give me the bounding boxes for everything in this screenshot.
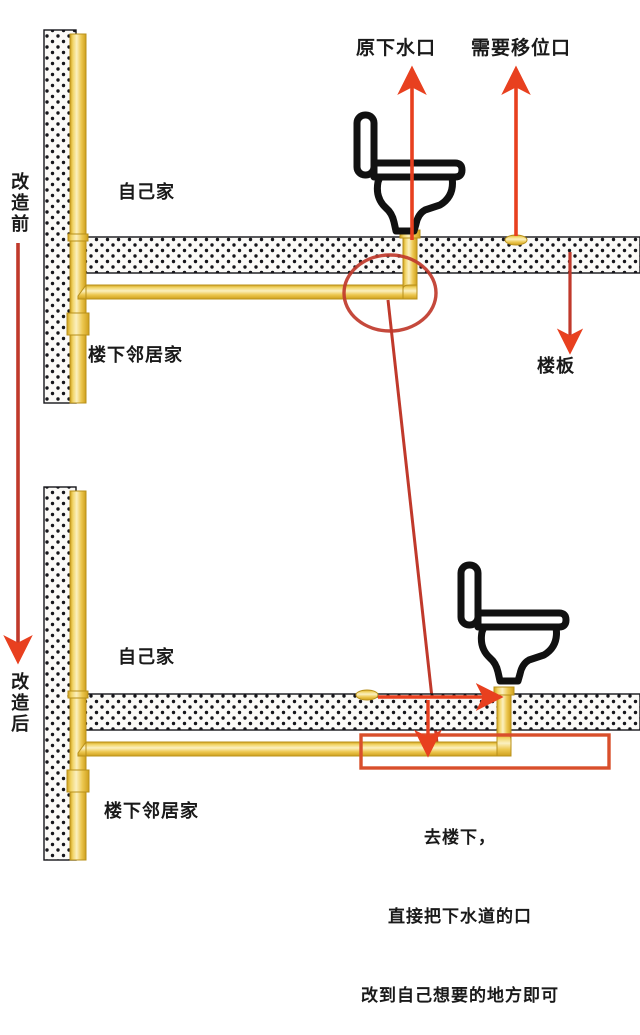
toilet-flange-after bbox=[493, 686, 515, 696]
pipe-collar bbox=[67, 233, 89, 242]
connector-line bbox=[386, 299, 440, 753]
label-original-drain: 原下水口 bbox=[356, 37, 437, 59]
diagram-canvas bbox=[3, 29, 640, 861]
plumbing-diagram: 原下水口 需要移位口 楼板 改造前 改造后 自己家 楼下邻居家 自己家 楼下邻居… bbox=[3, 29, 640, 1006]
pipe-collar bbox=[67, 690, 89, 699]
caption-line-1: 去楼下， bbox=[424, 827, 496, 848]
branch-pipe-before bbox=[85, 284, 418, 300]
pipe-joint-box bbox=[66, 769, 90, 793]
caption-line-3: 改到自己想要的地方即可 bbox=[361, 985, 559, 1006]
relocation-port-cap bbox=[504, 234, 528, 246]
toilet-drain-riser-before bbox=[402, 236, 418, 290]
label-relocate-port: 需要移位口 bbox=[471, 37, 572, 59]
scene-after bbox=[43, 486, 640, 861]
label-phase-after: 改造后 bbox=[8, 672, 30, 735]
caption-line-2: 直接把下水道的口 bbox=[388, 906, 532, 927]
toilet-before bbox=[353, 111, 466, 235]
label-phase-before: 改造前 bbox=[8, 172, 30, 235]
toilet-after bbox=[457, 561, 570, 685]
drain-elbow-before bbox=[402, 284, 418, 300]
label-own-home-bottom: 自己家 bbox=[118, 647, 175, 668]
label-own-home-top: 自己家 bbox=[118, 182, 175, 203]
caption-block: 去楼下， 直接把下水道的口 改到自己想要的地方即可 bbox=[330, 772, 590, 1035]
label-neighbor-top: 楼下邻居家 bbox=[88, 345, 183, 366]
label-floor-slab: 楼板 bbox=[537, 356, 575, 377]
pipe-joint-box bbox=[66, 312, 90, 336]
scene-before bbox=[43, 29, 640, 753]
floor-slab-after bbox=[75, 693, 640, 731]
drain-elbow-after bbox=[496, 733, 512, 757]
old-port-cap bbox=[355, 689, 379, 701]
pipe-takeoff-after bbox=[77, 740, 87, 757]
stack-pipe-before bbox=[69, 33, 87, 404]
stack-pipe-after bbox=[69, 490, 87, 861]
branch-pipe-after bbox=[85, 741, 505, 757]
highlight-box bbox=[359, 733, 611, 770]
label-neighbor-bottom: 楼下邻居家 bbox=[104, 801, 199, 822]
pipe-takeoff-before bbox=[77, 283, 87, 300]
